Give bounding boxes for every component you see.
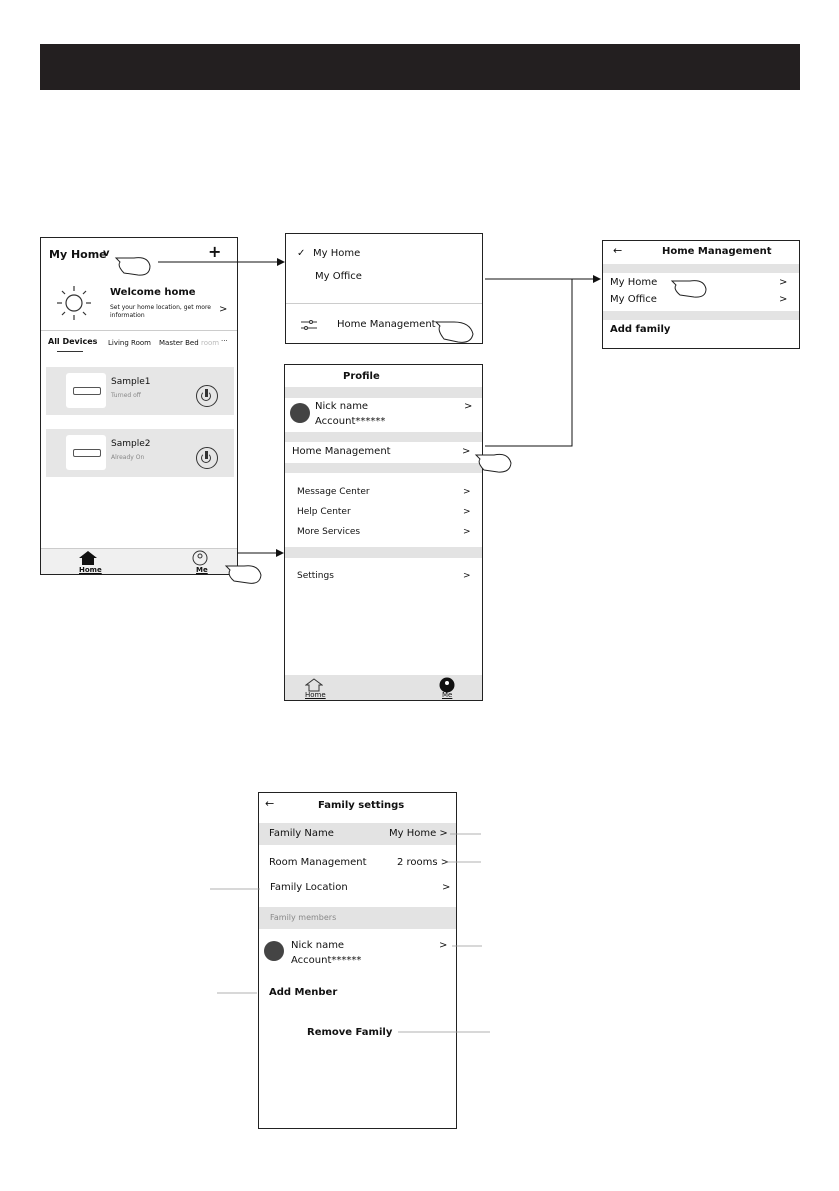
divider — [41, 330, 237, 331]
dropdown-item-my-office[interactable]: My Office — [315, 271, 362, 282]
back-arrow-icon[interactable]: ← — [265, 797, 275, 810]
settings-item[interactable]: Settings — [297, 571, 334, 581]
family-members-header-bg — [259, 907, 456, 929]
home-management-item[interactable]: Home Management — [292, 446, 391, 457]
family-location-label[interactable]: Family Location — [270, 882, 348, 893]
home-management-button[interactable]: Home Management — [337, 319, 436, 330]
device-card[interactable]: Sample2 Already On — [46, 429, 234, 477]
home-icon[interactable] — [79, 551, 97, 565]
sun-icon — [57, 286, 91, 320]
header-bar — [40, 44, 800, 90]
separator — [285, 387, 482, 398]
separator — [285, 432, 482, 442]
nav-home-label[interactable]: Home — [79, 566, 102, 574]
profile-arrow[interactable]: > — [464, 401, 473, 412]
account-text: Account****** — [315, 416, 386, 427]
device-status: Already On — [111, 454, 145, 461]
home-screen: My Home v + Welcome home Set your home l… — [40, 237, 238, 575]
profile-screen: Profile Nick name Account****** > Home M… — [284, 364, 483, 701]
home-dropdown: ✓ My Home My Office Home Management — [285, 233, 483, 344]
add-family-button[interactable]: Add family — [610, 324, 671, 335]
home-item-arrow[interactable]: > — [779, 277, 788, 288]
home-management-screen: ← Home Management My Home > My Office > … — [602, 240, 800, 349]
divider — [286, 303, 482, 304]
home-management-arrow[interactable]: > — [462, 446, 471, 457]
welcome-arrow-icon[interactable]: > — [219, 304, 228, 315]
device-card[interactable]: Sample1 Turned off — [46, 367, 234, 415]
welcome-subtitle-2: information — [110, 312, 145, 319]
avatar — [290, 403, 310, 423]
page-title: Home Management — [662, 246, 772, 257]
room-management-value[interactable]: 2 rooms > — [397, 857, 450, 868]
nav-home-label[interactable]: Home — [305, 691, 326, 699]
profile-icon[interactable] — [192, 550, 208, 566]
home-outline-icon[interactable] — [305, 678, 323, 692]
member-arrow[interactable]: > — [439, 940, 448, 951]
home-item-arrow[interactable]: > — [779, 294, 788, 305]
tab-master-bedroom[interactable]: Master Bed — [159, 339, 199, 347]
tab-more-icon[interactable]: ··· — [221, 337, 228, 345]
family-name-row-bg — [259, 823, 456, 845]
air-conditioner-icon — [66, 373, 106, 408]
add-member-button[interactable]: Add Menber — [269, 987, 338, 998]
page-title: Profile — [343, 371, 380, 382]
room-management-label[interactable]: Room Management — [269, 857, 367, 868]
tab-living-room[interactable]: Living Room — [108, 339, 151, 347]
device-status: Turned off — [111, 392, 141, 399]
home-item-my-home[interactable]: My Home — [610, 277, 658, 288]
device-name: Sample1 — [111, 377, 151, 387]
family-settings-screen: ← Family settings Family Name My Home > … — [258, 792, 457, 1129]
separator — [285, 547, 482, 558]
help-center-item[interactable]: Help Center — [297, 507, 351, 517]
chevron-down-icon[interactable]: v — [103, 248, 110, 259]
separator — [603, 264, 799, 273]
power-icon[interactable] — [196, 447, 218, 469]
home-item-my-office[interactable]: My Office — [610, 294, 657, 305]
message-center-item[interactable]: Message Center — [297, 487, 370, 497]
dropdown-item-my-home[interactable]: My Home — [313, 248, 361, 259]
remove-family-button[interactable]: Remove Family — [307, 1027, 393, 1038]
nav-me-label[interactable]: Me — [196, 566, 208, 574]
family-name-label[interactable]: Family Name — [269, 828, 334, 839]
more-services-item[interactable]: More Services — [297, 527, 361, 537]
separator — [603, 311, 799, 320]
more-services-arrow[interactable]: > — [463, 527, 471, 537]
message-center-arrow[interactable]: > — [463, 487, 471, 497]
page-title: Family settings — [318, 800, 405, 811]
air-conditioner-icon — [66, 435, 106, 470]
family-name-value[interactable]: My Home > — [389, 828, 448, 839]
tab-all-devices[interactable]: All Devices — [48, 337, 98, 346]
sliders-icon — [301, 320, 317, 330]
tab-master-bedroom-faded: room — [201, 339, 220, 347]
check-icon: ✓ — [297, 248, 306, 259]
member-account: Account****** — [291, 955, 362, 966]
nick-name: Nick name — [315, 401, 369, 412]
member-nick-name: Nick name — [291, 940, 345, 951]
bottom-nav — [41, 548, 237, 574]
family-location-arrow[interactable]: > — [442, 882, 451, 893]
profile-filled-icon[interactable] — [439, 677, 455, 693]
family-members-header: Family members — [270, 913, 337, 922]
avatar — [264, 941, 284, 961]
welcome-subtitle: Set your home location, get more — [110, 304, 211, 311]
welcome-title: Welcome home — [110, 287, 196, 298]
separator — [285, 463, 482, 473]
add-icon[interactable]: + — [208, 242, 222, 261]
back-arrow-icon[interactable]: ← — [613, 244, 623, 257]
tab-underline — [57, 351, 83, 352]
help-center-arrow[interactable]: > — [463, 507, 471, 517]
settings-arrow[interactable]: > — [463, 571, 471, 581]
power-icon[interactable] — [196, 385, 218, 407]
home-title[interactable]: My Home — [49, 248, 107, 261]
device-name: Sample2 — [111, 439, 151, 449]
nav-me-label[interactable]: Me — [442, 691, 453, 699]
